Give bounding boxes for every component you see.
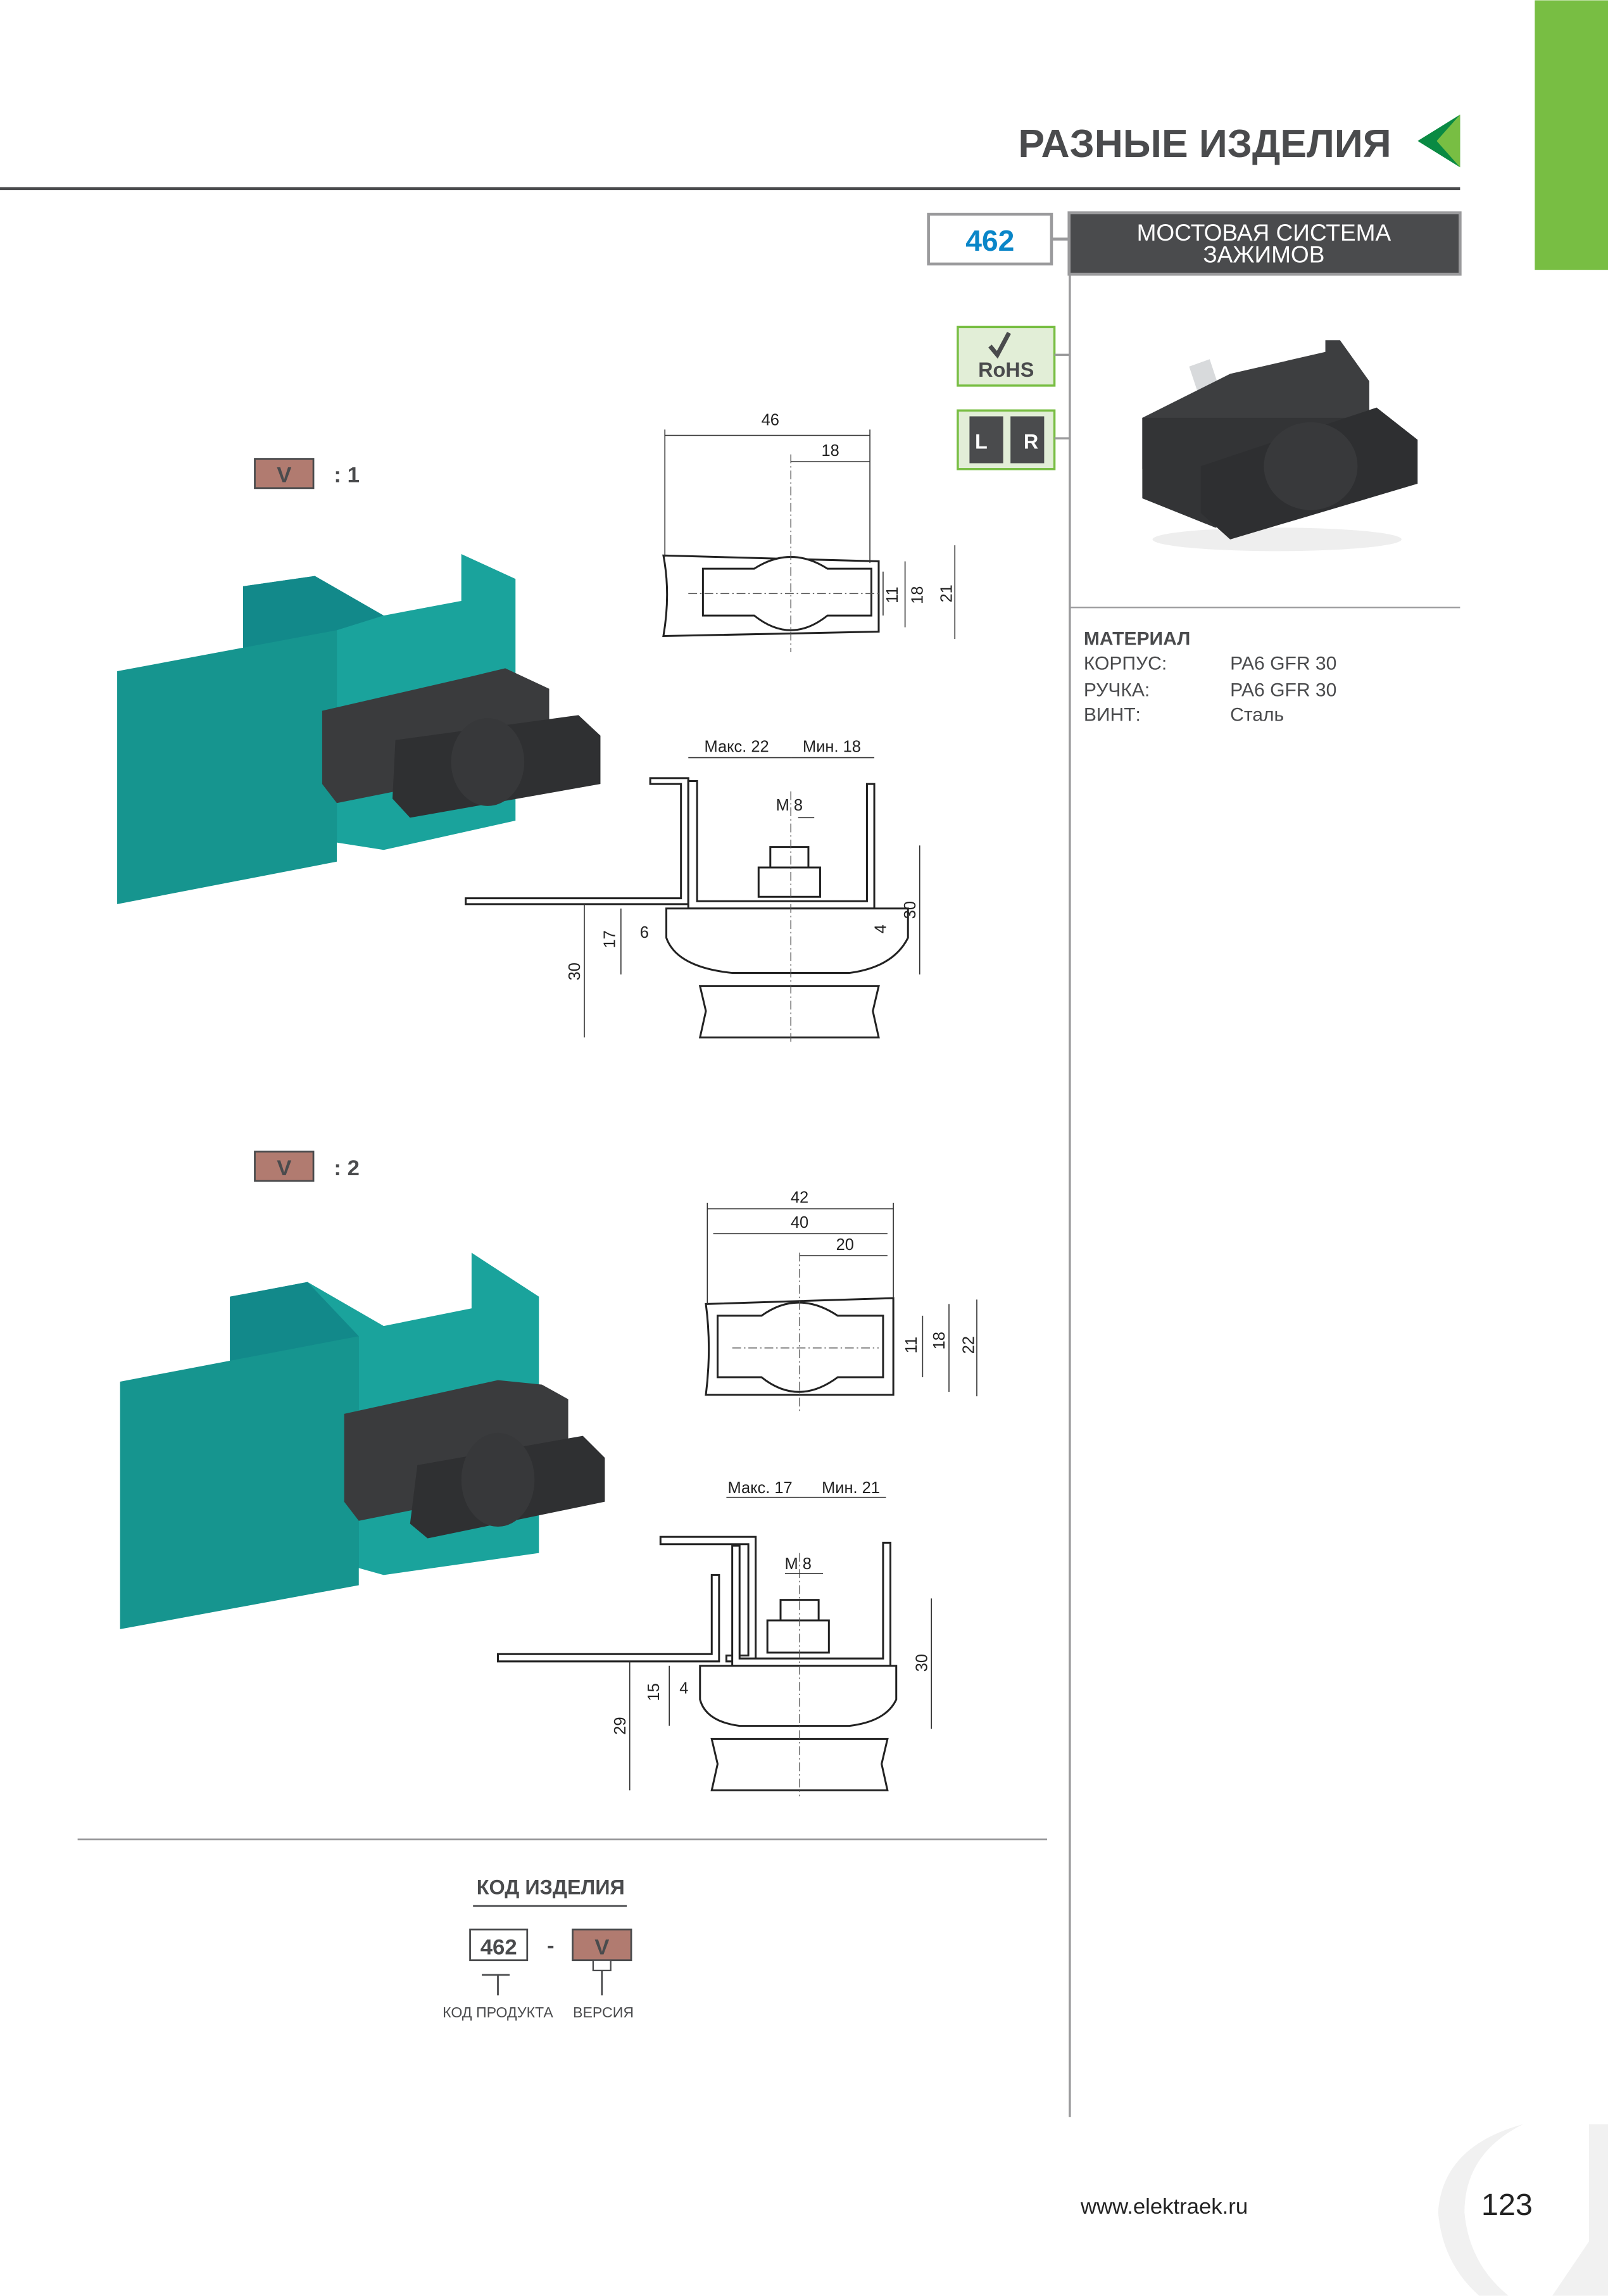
svg-text:17: 17 <box>601 930 619 948</box>
material-heading: МАТЕРИАЛ <box>1084 628 1191 649</box>
svg-text:11: 11 <box>884 587 901 603</box>
order-version-box <box>572 1928 632 1962</box>
version-number: : 1 <box>334 464 359 488</box>
order-version-value: V <box>594 1935 609 1959</box>
version-2: V : 2 42 40 20 11 18 22 <box>120 1151 977 1796</box>
svg-text:RoHS: RoHS <box>978 358 1034 381</box>
material-label: КОРПУС: <box>1084 653 1167 674</box>
section-title: РАЗНЫЕ ИЗДЕЛИЯ <box>1018 122 1391 166</box>
svg-text:18: 18 <box>908 586 926 604</box>
version-label: ВЕРСИЯ <box>573 2004 634 2021</box>
mounting-illustration <box>117 553 601 904</box>
svg-text:11: 11 <box>903 1337 920 1353</box>
svg-text:L: L <box>975 430 988 453</box>
material-value: PA6 GFR 30 <box>1230 653 1336 674</box>
svg-text:15: 15 <box>645 1683 663 1701</box>
svg-text:29: 29 <box>612 1717 629 1734</box>
product-title-box <box>1067 211 1462 276</box>
svg-text:30: 30 <box>566 962 584 980</box>
svg-text:20: 20 <box>836 1236 854 1254</box>
order-code-value: 462 <box>481 1935 517 1959</box>
product-code: 462 <box>965 224 1014 257</box>
version-badge <box>254 458 315 489</box>
svg-text:18: 18 <box>931 1332 948 1349</box>
product-code-box <box>927 212 1053 266</box>
product-photo <box>1142 340 1418 552</box>
order-code-separator: - <box>547 1934 555 1958</box>
svg-text:18: 18 <box>821 442 839 460</box>
svg-text:4: 4 <box>872 924 890 933</box>
top-view-drawing: 46 18 11 18 21 <box>662 411 956 652</box>
material-value: PA6 GFR 30 <box>1230 679 1336 700</box>
code-label: КОД ПРОДУКТА <box>443 2004 553 2021</box>
product-title-line1: МОСТОВАЯ СИСТЕМА <box>1137 219 1391 246</box>
page-number: 123 <box>1481 2188 1533 2222</box>
material-value: Сталь <box>1230 705 1284 726</box>
svg-text:40: 40 <box>791 1214 808 1232</box>
svg-text:M 8: M 8 <box>776 797 803 814</box>
material-label: ВИНТ: <box>1084 705 1141 726</box>
svg-text:M 8: M 8 <box>785 1555 812 1573</box>
svg-text:46: 46 <box>762 411 779 429</box>
order-code-box <box>469 1928 529 1962</box>
section-tab <box>1535 0 1608 270</box>
left-right-badge: L R <box>957 409 1069 470</box>
svg-text:4: 4 <box>679 1680 688 1698</box>
svg-text:30: 30 <box>913 1654 931 1672</box>
product-title-line2: ЗАЖИМОВ <box>1203 241 1324 268</box>
section-arrow-icon <box>1417 114 1460 168</box>
order-code-heading: КОД ИЗДЕЛИЯ <box>477 1876 625 1899</box>
side-view-drawing: Макс. 17 Мин. 21 M 8 30 4 15 29 <box>497 1479 933 1796</box>
svg-text:V: V <box>277 464 291 488</box>
svg-text:6: 6 <box>640 924 649 942</box>
svg-text:V: V <box>277 1156 291 1180</box>
side-view-drawing: Макс. 22 Мин. 18 M 8 30 4 6 17 30 <box>465 738 920 1044</box>
website-link[interactable]: www.elektraek.ru <box>1080 2195 1248 2219</box>
top-view-drawing: 42 40 20 11 18 22 <box>705 1189 977 1414</box>
version-number: : 2 <box>334 1156 359 1180</box>
mounting-illustration <box>120 1252 605 1629</box>
material-table: КОРПУС: PA6 GFR 30 РУЧКА: PA6 GFR 30 ВИН… <box>1084 653 1337 726</box>
svg-text:22: 22 <box>960 1336 977 1354</box>
svg-text:Мин. 18: Мин. 18 <box>803 738 861 755</box>
svg-text:Мин. 21: Мин. 21 <box>822 1479 880 1497</box>
rohs-badge: RoHS <box>957 325 1069 387</box>
svg-text:30: 30 <box>901 901 919 919</box>
check-icon <box>988 332 1011 359</box>
version-1: V : 1 46 18 11 18 21 <box>117 411 956 1044</box>
svg-text:42: 42 <box>791 1189 808 1207</box>
svg-text:R: R <box>1024 430 1038 453</box>
material-label: РУЧКА: <box>1084 679 1150 700</box>
version-badge <box>254 1151 315 1182</box>
svg-text:21: 21 <box>938 584 956 602</box>
svg-text:Макс. 22: Макс. 22 <box>704 738 769 755</box>
svg-text:Макс. 17: Макс. 17 <box>728 1479 793 1497</box>
